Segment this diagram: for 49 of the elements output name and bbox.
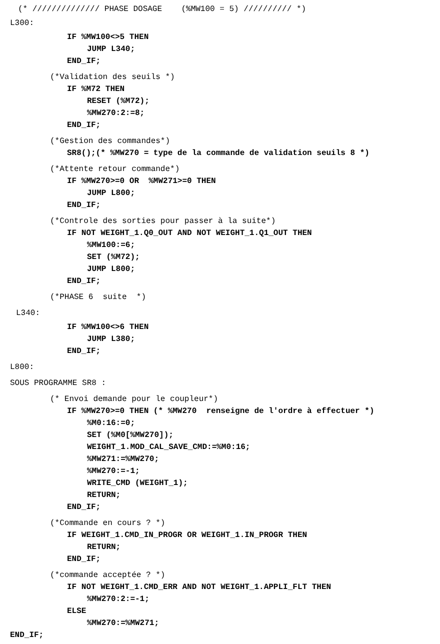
code-line: IF NOT WEIGHT_1.CMD_ERR AND NOT WEIGHT_1.APPLI_FLT THEN [67,582,332,594]
code-line: IF %MW270>=0 OR %MW271>=0 THEN [67,176,216,188]
code-line: END_IF; [67,56,101,68]
code-comment: (*commande acceptée ? *) [50,570,166,582]
code-comment: (*Gestion des commandes*) [50,136,170,148]
code-line: RETURN; [87,542,121,554]
code-line: IF NOT WEIGHT_1.Q0_OUT AND NOT WEIGHT_1.Q1_OUT THEN [67,228,312,240]
code-line: RETURN; [87,490,121,502]
code-label: L300: [10,18,34,30]
code-line: ELSE [67,606,86,618]
code-comment: (* Envoi demande pour le coupleur*) [50,394,218,406]
code-line: IF %MW100<>5 THEN [67,32,149,44]
code-line: IF WEIGHT_1.CMD_IN_PROGR OR WEIGHT_1.IN_PROGR THEN [67,530,308,542]
code-line: JUMP L340; [87,44,136,56]
code-line: %M0:16:=0; [87,418,136,430]
code-line: END_IF; [67,554,101,566]
code-line: SET (%M0[%MW270]); [87,430,174,442]
code-line: END_IF; [67,200,101,212]
code-line: %MW270:2:=-1; [87,594,150,606]
code-comment: (*Attente retour commande*) [50,164,180,176]
code-line: END_IF; [67,276,101,288]
code-line: JUMP L800; [87,264,136,276]
code-line: IF %MW100<>6 THEN [67,322,149,334]
code-line: IF %M72 THEN [67,84,125,96]
code-line: END_IF; [67,120,101,132]
code-line: SR8();(* %MW270 = type de la commande de validation seuils 8 *) [67,148,370,160]
code-line: END_IF; [67,502,101,514]
code-label: L340: [16,308,40,320]
code-line: WEIGHT_1.MOD_CAL_SAVE_CMD:=%M0:16; [87,442,250,454]
code-label: SOUS PROGRAMME SR8 : [10,378,106,390]
code-line: %MW270:=%MW271; [87,618,160,630]
code-comment: (*PHASE 6 suite *) [50,292,146,304]
code-line: %MW270:=-1; [87,466,140,478]
code-line: %MW270:2:=8; [87,108,145,120]
code-line: WRITE_CMD (WEIGHT_1); [87,478,188,490]
code-line: SET (%M72); [87,252,140,264]
code-line: END_IF; [10,630,44,642]
code-comment: (*Validation des seuils *) [50,72,175,84]
code-line: IF %MW270>=0 THEN (* %MW270 renseigne de l'ordre à effectuer *) [67,406,374,418]
code-line: JUMP L800; [87,188,136,200]
code-comment: (*Commande en cours ? *) [50,518,166,530]
code-line: JUMP L380; [87,334,136,346]
code-line: END_IF; [67,346,101,358]
code-comment: (*Controle des sorties pour passer à la suite*) [50,216,276,228]
code-comment: (* ////////////// PHASE DOSAGE (%MW100 = 5) ////////// *) [18,4,306,16]
code-line: RESET (%M72); [87,96,150,108]
code-label: L800: [10,362,34,374]
code-line: %MW100:=6; [87,240,136,252]
code-line: %MW271:=%MW270; [87,454,160,466]
